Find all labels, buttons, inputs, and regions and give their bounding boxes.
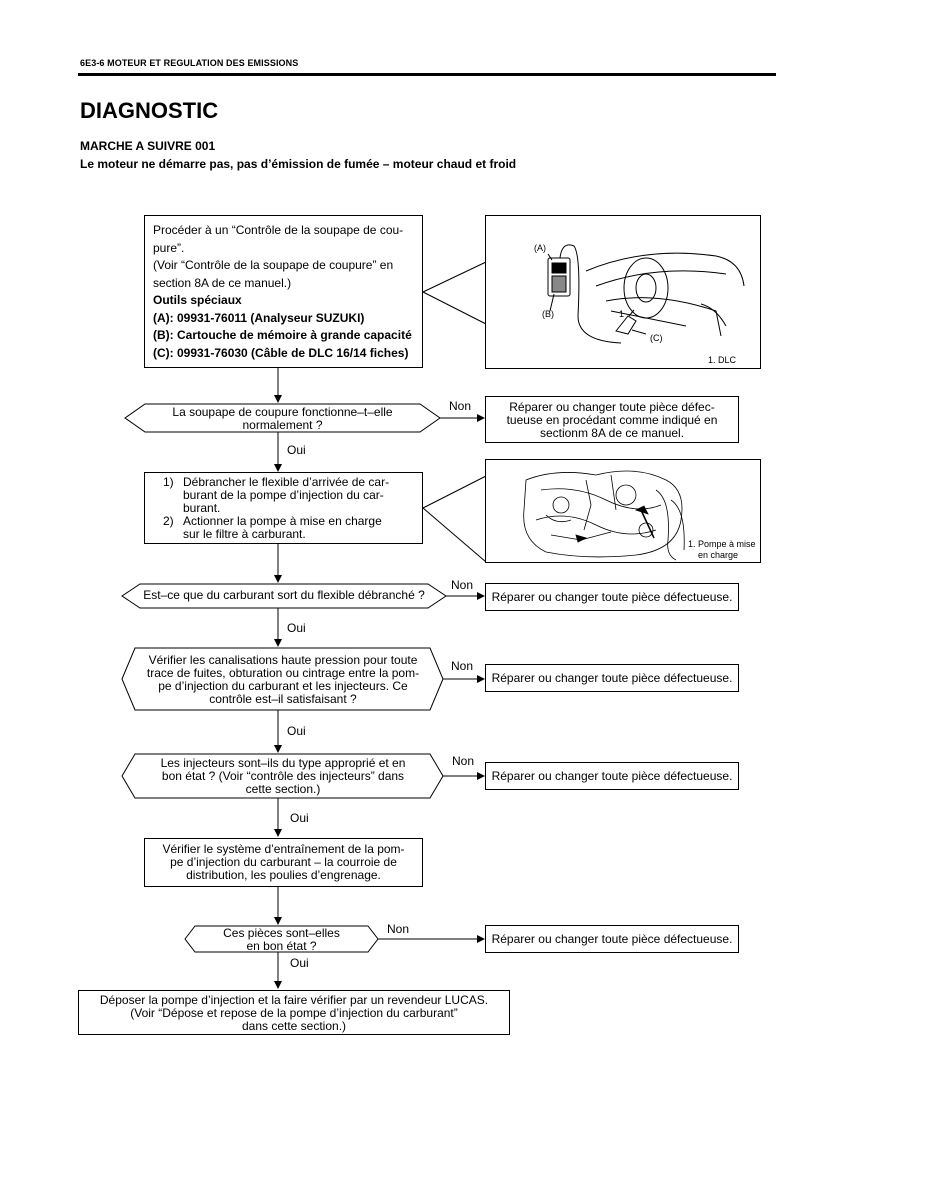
step2-item-number: 2) [163, 514, 174, 528]
header-rule [78, 73, 776, 76]
step1-line: pure”. [153, 240, 185, 255]
step1-line: (Voir “Contrôle de la soupape de coupure… [153, 258, 394, 272]
decision3-line: pe d’injection du carburant et les injec… [158, 679, 408, 693]
final-step-box: Déposer la pompe d’injection et la faire… [78, 990, 510, 1035]
action-line: tueuse en procédant comme indiqué en [506, 413, 718, 427]
label-a: (A) [534, 243, 546, 253]
step2-box: 1) Débrancher le flexible d’arrivée de c… [144, 472, 423, 544]
decision5-line: Ces pièces sont–elles [223, 926, 340, 940]
step2-line: burant de la pompe d’injection du car- [183, 488, 384, 502]
step3-line: pe d’injection du carburant – la courroi… [170, 855, 397, 869]
step2-line: sur le filtre à carburant. [183, 527, 306, 541]
decision2-question: Est–ce que du carburant sort du flexible… [130, 589, 438, 602]
procedure-number: MARCHE A SUIVRE 001 [80, 139, 216, 153]
decision3-line: Vérifier les canalisations haute pressio… [148, 653, 418, 667]
figure-caption: en charge [698, 550, 739, 560]
decision2-no-label: Non [451, 578, 474, 592]
decision1-question: La soupape de coupure fonctionne–t–elle … [140, 406, 425, 432]
decision3-no-label: Non [451, 659, 474, 673]
engine-illustration [523, 470, 685, 561]
decision1-no-action: Réparer ou changer toute pièce défec- tu… [485, 396, 739, 443]
decision5-no-action: Réparer ou changer toute pièce défectueu… [485, 925, 739, 953]
decision5-question: Ces pièces sont–elles en bon état ? [195, 927, 368, 953]
action-line: Réparer ou changer toute pièce défectueu… [491, 769, 733, 783]
decision4-line: bon état ? (Voir “contrôle des injecteur… [161, 769, 405, 783]
decision1-no-label: Non [449, 399, 472, 413]
decision5-line: en bon état ? [246, 939, 317, 953]
tool-b: (B): Cartouche de mémoire à grande capac… [153, 328, 412, 342]
special-tools-heading: Outils spéciaux [153, 293, 242, 307]
action-line: Réparer ou changer toute pièce défectueu… [491, 671, 733, 685]
decision2-no-action: Réparer ou changer toute pièce défectueu… [485, 583, 739, 611]
decision1-line: La soupape de coupure fonctionne–t–elle [172, 405, 393, 419]
action-line: Réparer ou changer toute pièce défec- [509, 400, 715, 414]
decision4-yes-label: Oui [290, 811, 309, 825]
final-line: Déposer la pompe d’injection et la faire… [99, 993, 489, 1007]
label-1: 1 [619, 309, 625, 319]
step3-box: Vérifier le système d’entraînement de la… [144, 838, 423, 887]
decision4-line: Les injecteurs sont–ils du type appropri… [160, 756, 406, 770]
decision4-no-action: Réparer ou changer toute pièce défectueu… [485, 762, 739, 790]
decision5-yes-label: Oui [290, 956, 309, 970]
decision4-no-label: Non [452, 754, 475, 768]
step2-item-number: 1) [163, 475, 174, 489]
figure-caption: 1. DLC [708, 355, 737, 365]
figure-priming-pump: 1. Pompe à mise en charge [485, 459, 761, 563]
step1-box: Procéder à un “Contrôle de la soupape de… [144, 215, 423, 368]
action-line: Réparer ou changer toute pièce défectueu… [491, 932, 733, 946]
step2-line: Débrancher le flexible d’arrivée de car- [183, 475, 390, 489]
action-line: sectionm 8A de ce manuel. [539, 426, 685, 440]
decision5-no-label: Non [387, 922, 410, 936]
step3-line: distribution, les poulies d’engrenage. [186, 868, 381, 882]
step1-line: section 8A de ce manuel.) [153, 275, 292, 290]
decision1-line: normalement ? [242, 418, 323, 432]
dlc-illustration [547, 244, 745, 344]
decision3-yes-label: Oui [287, 724, 306, 738]
action-line: Réparer ou changer toute pièce défectueu… [491, 590, 733, 604]
page-header: 6E3-6 MOTEUR ET REGULATION DES EMISSIONS [80, 58, 299, 68]
decision3-line: contrôle est–il satisfaisant ? [209, 692, 357, 706]
procedure-subtitle: Le moteur ne démarre pas, pas d’émission… [80, 157, 517, 171]
decision2-yes-label: Oui [287, 621, 306, 635]
decision1-yes-label: Oui [287, 443, 306, 457]
figure-dlc: (A) (B) (C) 1 1. DLC [485, 215, 761, 369]
decision3-line: trace de fuites, obturation ou cintrage … [146, 666, 420, 680]
tool-c: (C): 09931-76030 (Câble de DLC 16/14 fic… [153, 345, 409, 360]
step2-item-2: 2) Actionner la pompe à mise en charge s… [163, 515, 414, 541]
page-title: DIAGNOSTIC [80, 98, 219, 123]
step2-item-1: 1) Débrancher le flexible d’arrivée de c… [163, 476, 414, 515]
step2-line: burant. [183, 501, 221, 515]
decision4-line: cette section.) [245, 782, 321, 796]
step3-line: Vérifier le système d’entraînement de la… [162, 842, 405, 856]
label-c: (C) [650, 333, 663, 343]
decision3-no-action: Réparer ou changer toute pièce défectueu… [485, 664, 739, 692]
decision4-question: Les injecteurs sont–ils du type appropri… [135, 757, 431, 796]
final-line: dans cette section.) [241, 1019, 347, 1033]
step1-line: Procéder à un “Contrôle de la soupape de… [153, 223, 404, 237]
label-b: (B) [542, 309, 554, 319]
step2-line: Actionner la pompe à mise en charge [183, 514, 382, 528]
figure-caption: 1. Pompe à mise [688, 539, 756, 549]
decision2-line: Est–ce que du carburant sort du flexible… [143, 588, 425, 602]
decision3-question: Vérifier les canalisations haute pressio… [135, 654, 431, 706]
final-line: (Voir “Dépose et repose de la pompe d’in… [130, 1006, 458, 1020]
tool-a: (A): 09931-76011 (Analyseur SUZUKI) [153, 310, 365, 325]
